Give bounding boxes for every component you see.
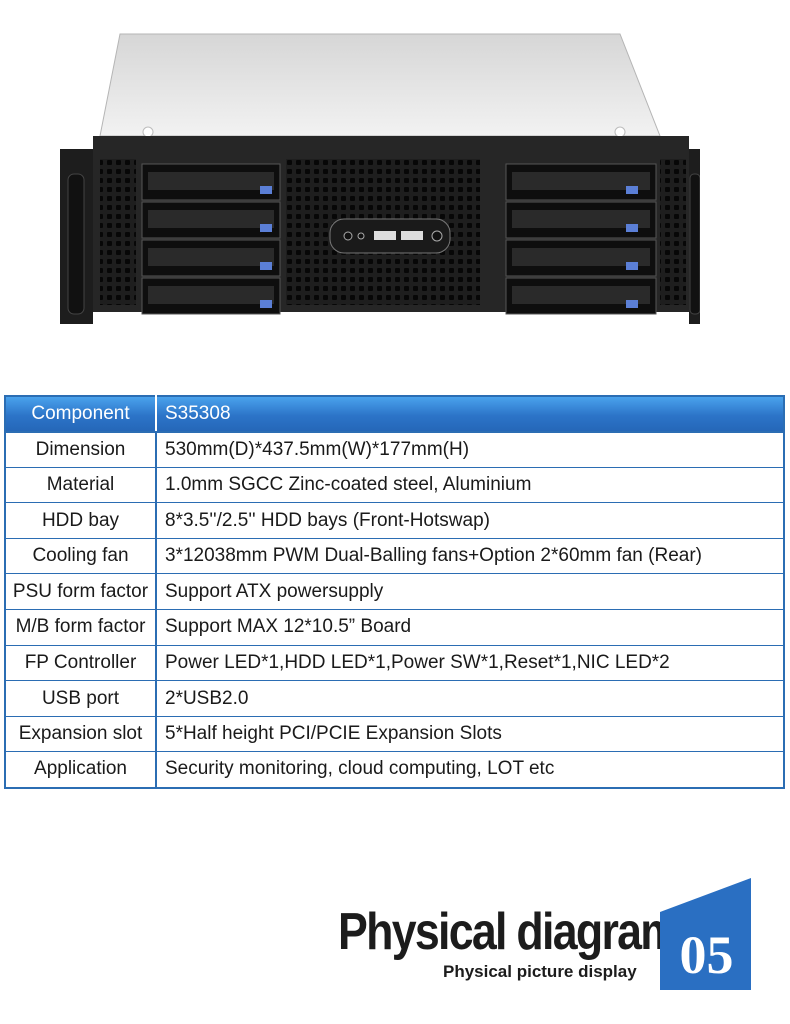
section-title: Physical diagram: [338, 903, 680, 961]
server-chassis-photo: [60, 33, 700, 324]
table-row: M/B form factor Support MAX 12*10.5” Boa…: [5, 609, 784, 646]
row-label: Application: [5, 751, 157, 788]
chassis-top-lid: [99, 33, 661, 137]
table-row: Material 1.0mm SGCC Zinc-coated steel, A…: [5, 467, 784, 504]
row-label: M/B form factor: [5, 609, 157, 646]
section-number: 05: [679, 925, 734, 985]
row-value: 8*3.5''/2.5'' HDD bays (Front-Hotswap): [156, 502, 784, 539]
table-row: USB port 2*USB2.0: [5, 680, 784, 717]
front-control-panel: [329, 218, 451, 254]
header-label: Component: [5, 396, 157, 433]
power-button-icon: [343, 231, 353, 241]
row-value: 1.0mm SGCC Zinc-coated steel, Aluminium: [156, 467, 784, 504]
table-row: Cooling fan 3*12038mm PWM Dual-Balling f…: [5, 538, 784, 575]
row-label: USB port: [5, 680, 157, 717]
hdd-bays-left: [141, 163, 281, 315]
table-row: HDD bay 8*3.5''/2.5'' HDD bays (Front-Ho…: [5, 502, 784, 539]
table-row: Dimension 530mm(D)*437.5mm(W)*177mm(H): [5, 431, 784, 468]
row-value: 2*USB2.0: [156, 680, 784, 717]
spec-table-header: Component S35308: [5, 396, 784, 433]
header-value: S35308: [156, 396, 784, 433]
table-row: Application Security monitoring, cloud c…: [5, 751, 784, 788]
row-label: FP Controller: [5, 645, 157, 682]
hdd-bays-right: [505, 163, 657, 315]
row-label: Material: [5, 467, 157, 504]
table-row: FP Controller Power LED*1,HDD LED*1,Powe…: [5, 645, 784, 682]
row-label: Cooling fan: [5, 538, 157, 575]
row-value: Power LED*1,HDD LED*1,Power SW*1,Reset*1…: [156, 645, 784, 682]
usb-port-icon: [374, 231, 396, 240]
spec-table: Component S35308 Dimension 530mm(D)*437.…: [4, 395, 785, 789]
section-number-badge: [660, 878, 751, 990]
row-value: Support ATX powersupply: [156, 573, 784, 611]
section-subtitle: Physical picture display: [443, 962, 637, 981]
table-row: PSU form factor Support ATX powersupply: [5, 573, 784, 611]
row-label: HDD bay: [5, 502, 157, 539]
table-row: Expansion slot 5*Half height PCI/PCIE Ex…: [5, 716, 784, 753]
row-value: 3*12038mm PWM Dual-Balling fans+Option 2…: [156, 538, 784, 575]
row-label: Dimension: [5, 431, 157, 468]
row-value: 530mm(D)*437.5mm(W)*177mm(H): [156, 431, 784, 468]
row-value: Support MAX 12*10.5” Board: [156, 609, 784, 646]
row-value: 5*Half height PCI/PCIE Expansion Slots: [156, 716, 784, 753]
row-label: PSU form factor: [5, 573, 157, 611]
row-value: Security monitoring, cloud computing, LO…: [165, 758, 555, 780]
row-label: Expansion slot: [5, 716, 157, 753]
